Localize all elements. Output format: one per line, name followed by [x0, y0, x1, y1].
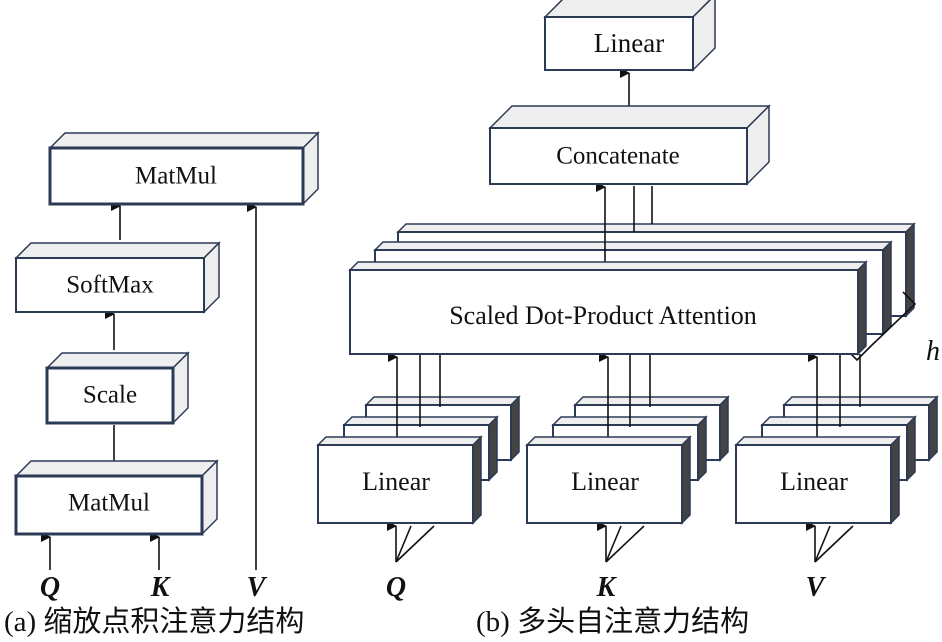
label-matmul-bottom: MatMul: [68, 490, 150, 517]
input-label-v-a: V: [247, 572, 268, 603]
box-attention: [348, 260, 868, 356]
box-scale: [45, 351, 190, 425]
label-linear-k: Linear: [571, 467, 639, 496]
box-matmul-top: [48, 131, 320, 206]
box-linear-top: [543, 0, 716, 72]
input-label-q-a: Q: [40, 572, 60, 603]
box-linear-q: [316, 435, 483, 525]
label-softmax: SoftMax: [66, 272, 154, 299]
input-label-v-b: V: [806, 572, 827, 603]
fan-k-3: [605, 525, 645, 563]
fan-q-3: [395, 525, 435, 563]
fan-v-3: [814, 525, 854, 563]
boxes: [14, 0, 901, 536]
label-concatenate: Concatenate: [556, 143, 680, 170]
box-matmul-bottom: [14, 459, 219, 536]
input-label-k-b: K: [596, 572, 618, 603]
label-linear-q: Linear: [362, 467, 430, 496]
caption-a: (a) 缩放点积注意力结构: [4, 606, 305, 638]
input-label-q-b: Q: [386, 572, 406, 603]
label-linear-v: Linear: [780, 467, 848, 496]
box-concatenate: [488, 104, 771, 186]
heads-brace: [850, 291, 917, 362]
input-label-k-a: K: [150, 572, 172, 603]
fan-v-2: [814, 525, 831, 563]
fan-k-2: [605, 525, 622, 563]
box-linear-v: [734, 435, 901, 525]
caption-b: (b) 多头自注意力结构: [476, 606, 750, 638]
label-scale: Scale: [83, 382, 137, 409]
label-linear-top: Linear: [594, 28, 664, 58]
box-softmax: [14, 241, 221, 314]
fan-q-2: [395, 525, 412, 563]
label-attention: Scaled Dot-Product Attention: [449, 301, 757, 330]
box-linear-k: [525, 435, 692, 525]
label-matmul-top: MatMul: [135, 163, 217, 190]
head-count-label: h: [926, 336, 940, 367]
